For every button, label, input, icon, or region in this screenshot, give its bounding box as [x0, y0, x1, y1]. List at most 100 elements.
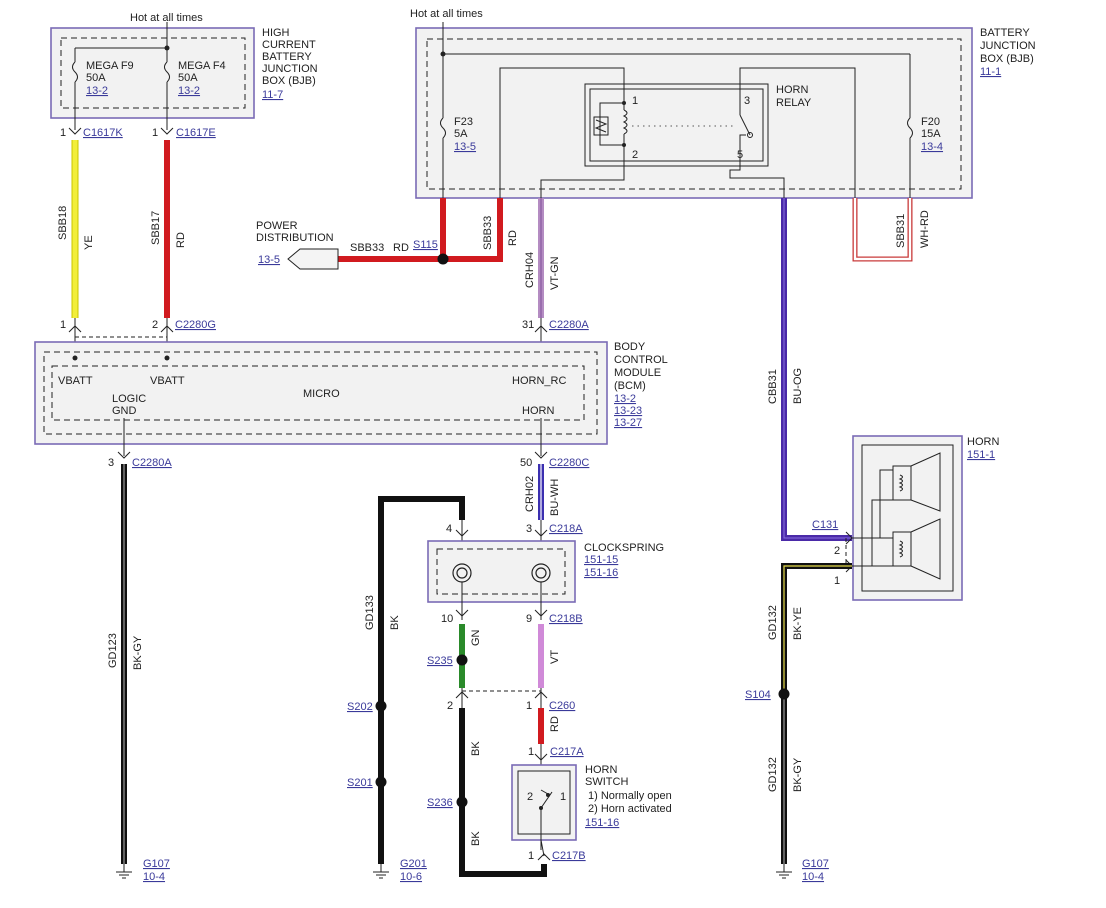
horn-switch-contact-icon [540, 791, 553, 809]
gd123-color: BK-GY [132, 635, 144, 670]
horn-switch-pin-1: 1 [560, 791, 566, 803]
c2280c-link[interactable]: C2280C [549, 457, 589, 469]
relay-pin-5: 5 [737, 149, 743, 161]
bcm-ref-2-link[interactable]: 13-23 [614, 405, 642, 417]
power-dist-ref-link[interactable]: 13-5 [258, 254, 280, 266]
c1617k-pin: 1 [60, 127, 66, 139]
hcbjb-box [50, 27, 255, 119]
horn-switch-ref-link[interactable]: 151-16 [585, 817, 619, 829]
bk-wire-2-color: BK [470, 831, 482, 846]
high-current-bjb: HIGH CURRENT BATTERY JUNCTION BOX (BJB) … [50, 22, 318, 130]
connector-c1617k-icon [68, 127, 82, 135]
c1617e-link[interactable]: C1617E [176, 127, 216, 139]
g107-right-link[interactable]: G107 [802, 858, 829, 870]
relay-pin-2: 2 [632, 149, 638, 161]
fuse-f20-rating: 15A [921, 128, 941, 140]
c1617k-link[interactable]: C1617K [83, 127, 123, 139]
splice-s202-link[interactable]: S202 [347, 701, 373, 713]
body-control-module: BODY CONTROL MODULE (BCM) 13-2 13-23 13-… [34, 341, 668, 456]
splice-s202 [375, 700, 387, 712]
horn-relay-title-2: RELAY [776, 97, 812, 109]
splice-s104-link[interactable]: S104 [745, 689, 771, 701]
bcm-ref-3-link[interactable]: 13-27 [614, 417, 642, 429]
sbb18-circuit: SBB18 [57, 206, 69, 240]
splice-s115 [437, 253, 449, 265]
hcbjb-title-1: HIGH [262, 27, 290, 39]
c131-link[interactable]: C131 [812, 519, 838, 531]
sbb31-circuit: SBB31 [895, 214, 907, 248]
sbb18-color: YE [83, 235, 95, 250]
fuse-f9-ref-link[interactable]: 13-2 [86, 85, 108, 97]
g107-left-ref-link[interactable]: 10-4 [143, 871, 165, 883]
cbb31-color: BU-OG [792, 368, 804, 404]
gd132-bot-circuit: GD132 [767, 757, 779, 792]
c217a-link[interactable]: C217A [550, 746, 584, 758]
horn-switch-pin-2: 2 [527, 791, 533, 803]
bjb-ref-link[interactable]: 11-1 [980, 66, 1001, 78]
bcm-horn: HORN [522, 405, 554, 417]
relay-coil-icon [622, 109, 628, 135]
wire-sbb33-vertical [443, 198, 503, 262]
splice-s235-link[interactable]: S235 [427, 655, 453, 667]
clockspring-inner [436, 548, 566, 595]
splice-s115-link[interactable]: S115 [413, 239, 438, 251]
fuse-f4-icon [164, 61, 170, 83]
clockspring-ref-1-link[interactable]: 151-15 [584, 554, 618, 566]
c260-link[interactable]: C260 [549, 700, 575, 712]
c217b-link[interactable]: C217B [552, 850, 586, 862]
c2280a-3-link[interactable]: C2280A [132, 457, 172, 469]
g107-right-ref-link[interactable]: 10-4 [802, 871, 824, 883]
hcbjb-title-4: JUNCTION [262, 63, 318, 75]
g201-ref-link[interactable]: 10-6 [400, 871, 422, 883]
bjb-box [415, 27, 973, 199]
hcbjb-ref-link[interactable]: 11-7 [262, 89, 283, 101]
gd132-bot-color: BK-GY [792, 757, 804, 792]
horn-title: HORN [967, 436, 999, 448]
bjb-inner [426, 38, 962, 190]
bjb-title-2: JUNCTION [980, 40, 1036, 52]
sbb17-circuit: SBB17 [150, 211, 162, 245]
bk-wire-1-color: BK [470, 741, 482, 756]
c218a-3-link[interactable]: C218A [549, 523, 583, 535]
clockspring-ref-2-link[interactable]: 151-16 [584, 567, 618, 579]
fuse-f4-name: MEGA F4 [178, 60, 226, 72]
g201-link[interactable]: G201 [400, 858, 427, 870]
horn-speaker-top-icon [892, 452, 941, 512]
crh02-color: BU-WH [549, 479, 561, 516]
hot-at-all-times-left: Hot at all times [130, 12, 203, 24]
gd123-circuit: GD123 [107, 633, 119, 668]
connector-c2280a-3-icon [117, 451, 131, 459]
c2280g-pin: 2 [152, 319, 158, 331]
power-dist-title-2: DISTRIBUTION [256, 232, 334, 244]
g107-left-link[interactable]: G107 [143, 858, 170, 870]
ground-g107-left-icon [116, 864, 132, 879]
fuse-f4-rating: 50A [178, 72, 198, 84]
horn-switch-note-1: 1) Normally open [588, 790, 672, 802]
splice-s201-link[interactable]: S201 [347, 777, 373, 789]
c218b-9-link[interactable]: C218B [549, 613, 583, 625]
bcm-box [34, 341, 608, 445]
fuse-f23-name: F23 [454, 116, 473, 128]
horn-switch: 2 1 HORN SWITCH 1) Normally open 2) Horn… [511, 764, 672, 850]
horn-switch-box [511, 764, 577, 841]
horn-ref-link[interactable]: 151-1 [967, 449, 995, 461]
splice-s235 [456, 654, 468, 666]
bjb-title-1: BATTERY [980, 27, 1030, 39]
splice-s236 [456, 796, 468, 808]
fuse-f20-icon [907, 117, 913, 139]
fuse-f23-ref-link[interactable]: 13-5 [454, 141, 476, 153]
fuse-f4-ref-link[interactable]: 13-2 [178, 85, 200, 97]
fuse-f23-rating: 5A [454, 128, 468, 140]
c2280-pin1: 1 [60, 319, 66, 331]
c2280g-link[interactable]: C2280G [175, 319, 216, 331]
crh02-circuit: CRH02 [524, 476, 536, 512]
clockspring-box [427, 540, 576, 603]
bcm-ref-1-link[interactable]: 13-2 [614, 393, 636, 405]
battery-junction-box: BATTERY JUNCTION BOX (BJB) 11-1 F23 5A 1… [415, 22, 1036, 200]
c2280a-31-link[interactable]: C2280A [549, 319, 589, 331]
c2280a-31-pin: 31 [522, 319, 534, 331]
bcm-micro: MICRO [303, 388, 340, 400]
fuse-f9-icon [72, 61, 78, 83]
fuse-f20-ref-link[interactable]: 13-4 [921, 141, 943, 153]
splice-s236-link[interactable]: S236 [427, 797, 453, 809]
